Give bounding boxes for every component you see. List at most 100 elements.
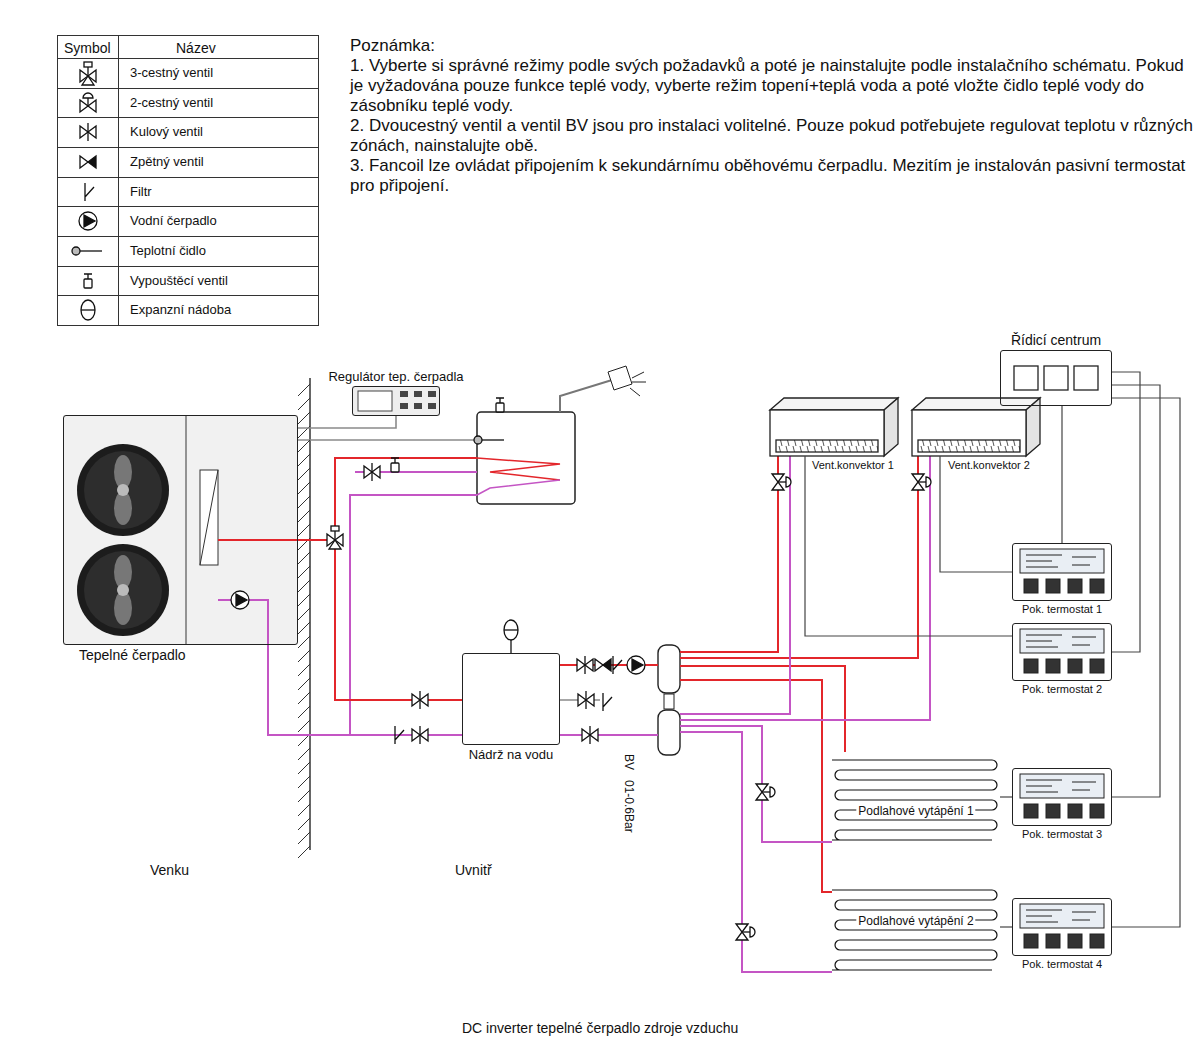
pipes-grey (298, 440, 600, 700)
legend-row: Teplotní čidlo (130, 243, 206, 258)
heat-pump-unit (114, 491, 132, 525)
wall-hatch (298, 384, 310, 396)
floor-heating-loop: Podlahové vytápění 1 (832, 752, 1000, 850)
label-wrap: Uvnitř (455, 862, 492, 878)
heat-pump-unit (200, 470, 218, 565)
heat-pump-unit (114, 591, 132, 625)
legend-text: Teplotní čidlo (130, 243, 206, 258)
connector (805, 456, 1012, 636)
dhw-tank (630, 372, 646, 396)
fancoil-units (912, 398, 1040, 456)
legend-table (58, 236, 319, 237)
wall-hatch (298, 692, 310, 704)
node-label: Pok. termostat 4 (1022, 958, 1102, 970)
wall-hatch (298, 706, 310, 718)
node-label: Pok. termostat 3 (1022, 828, 1102, 840)
node-label: Regulátor tep. čerpadla (328, 369, 463, 384)
wall-hatch (298, 790, 310, 802)
pipes-return (680, 456, 790, 714)
room-thermostat: Pok. termostat 2 (1012, 623, 1112, 681)
thermostat-faces (1020, 629, 1104, 673)
wall-hatch (298, 804, 310, 816)
valve-symbols (736, 924, 755, 940)
wall-hatch (298, 552, 310, 564)
wall (309, 378, 311, 850)
fancoil-units (770, 398, 898, 456)
dhw-tank (477, 480, 560, 495)
legend-symbols (84, 274, 92, 288)
zone-label: Venku (150, 862, 189, 878)
floor-heating-loop: Podlahové vytápění 2 (832, 882, 1000, 980)
wall-hatch (298, 720, 310, 732)
dhw-tank (477, 412, 575, 504)
controller-box: Regulátor tep. čerpadla (352, 386, 440, 416)
pipes-supply (680, 456, 778, 652)
heat-pump-unit (77, 544, 169, 636)
label-wrap: Symbol (64, 40, 111, 56)
legend-symbols (72, 247, 102, 255)
buffer-tank-details (658, 645, 680, 693)
legend-table (58, 117, 319, 118)
legend-symbols (80, 62, 96, 85)
controller-display (400, 403, 408, 409)
node-label: Podlahové vytápění 2 (856, 914, 975, 928)
buffer-tank-details (664, 694, 674, 709)
control-center-panels (1014, 366, 1098, 390)
label-wrap: Pok. termostat 1 (1022, 603, 1102, 615)
label-wrap: Pok. termostat 3 (1022, 828, 1102, 840)
valve-label: BV (622, 752, 636, 772)
legend-row: Zpětný ventil (130, 154, 204, 169)
dhw-tank (560, 380, 612, 412)
node-label: Podlahové vytápění 1 (856, 804, 975, 818)
note-block: Poznámka:1. Vyberte si správné režimy po… (350, 36, 1200, 196)
buffer-tank-details (658, 710, 680, 755)
pipes-grey (298, 439, 474, 441)
heat-pump-unit (117, 584, 129, 596)
wall-hatch (298, 468, 310, 480)
wall-hatch (298, 454, 310, 466)
caption: DC inverter tepelné čerpadlo zdroje vzdu… (462, 1020, 738, 1036)
fancoil-units (770, 398, 1040, 456)
valve-symbols (412, 726, 428, 744)
room-thermostat: Pok. termostat 3 (1012, 768, 1112, 826)
valve-symbols (772, 474, 791, 490)
legend-text: Kulový ventil (130, 124, 203, 139)
wall-hatch (298, 384, 310, 858)
legend-text: Expanzní nádoba (130, 302, 231, 317)
label-wrap: Regulátor tep. čerpadla (328, 369, 463, 384)
room-thermostat: Pok. termostat 4 (1012, 898, 1112, 956)
label-wrap: 1. Vyberte si správné režimy podle svých… (350, 56, 1200, 116)
legend-table (58, 295, 319, 296)
connector (1112, 372, 1140, 652)
valve-symbols (912, 474, 931, 490)
pipes-return (680, 732, 832, 972)
controller-display (414, 391, 422, 397)
label-wrap: Řídicí centrum (1011, 332, 1101, 348)
legend-symbols (80, 156, 96, 168)
legend-symbols (80, 123, 96, 141)
legend-symbols (81, 300, 95, 320)
node-label: Nádrž na vodu (469, 747, 554, 762)
legend-text: 3-cestný ventil (130, 65, 213, 80)
legend-row: Filtr (130, 184, 152, 199)
heat-pump-unit (84, 551, 162, 629)
buffer-tank-details (511, 640, 680, 755)
room-thermostat: Pok. termostat 1 (1012, 543, 1112, 601)
pipes-supply (218, 456, 918, 892)
wall-hatch (298, 664, 310, 676)
control-center-panels (1014, 366, 1038, 390)
note-text: 1. Vyberte si správné režimy podle svých… (350, 56, 1200, 116)
fancoil-unit: Vent.konvektor 1 (770, 398, 898, 456)
connector (940, 456, 1012, 572)
label-wrap: Tepelné čerpadlo (79, 647, 186, 663)
pressure-label: 01-0.6Bar (622, 778, 636, 835)
wall-hatch (298, 832, 310, 844)
legend-symbols (80, 93, 96, 112)
label-wrap: BV (622, 752, 636, 772)
valve-symbols (595, 659, 611, 671)
wall-hatch (298, 762, 310, 774)
pipes-supply (680, 680, 832, 892)
heat-pump-unit (63, 415, 298, 645)
connector (1000, 926, 1012, 927)
